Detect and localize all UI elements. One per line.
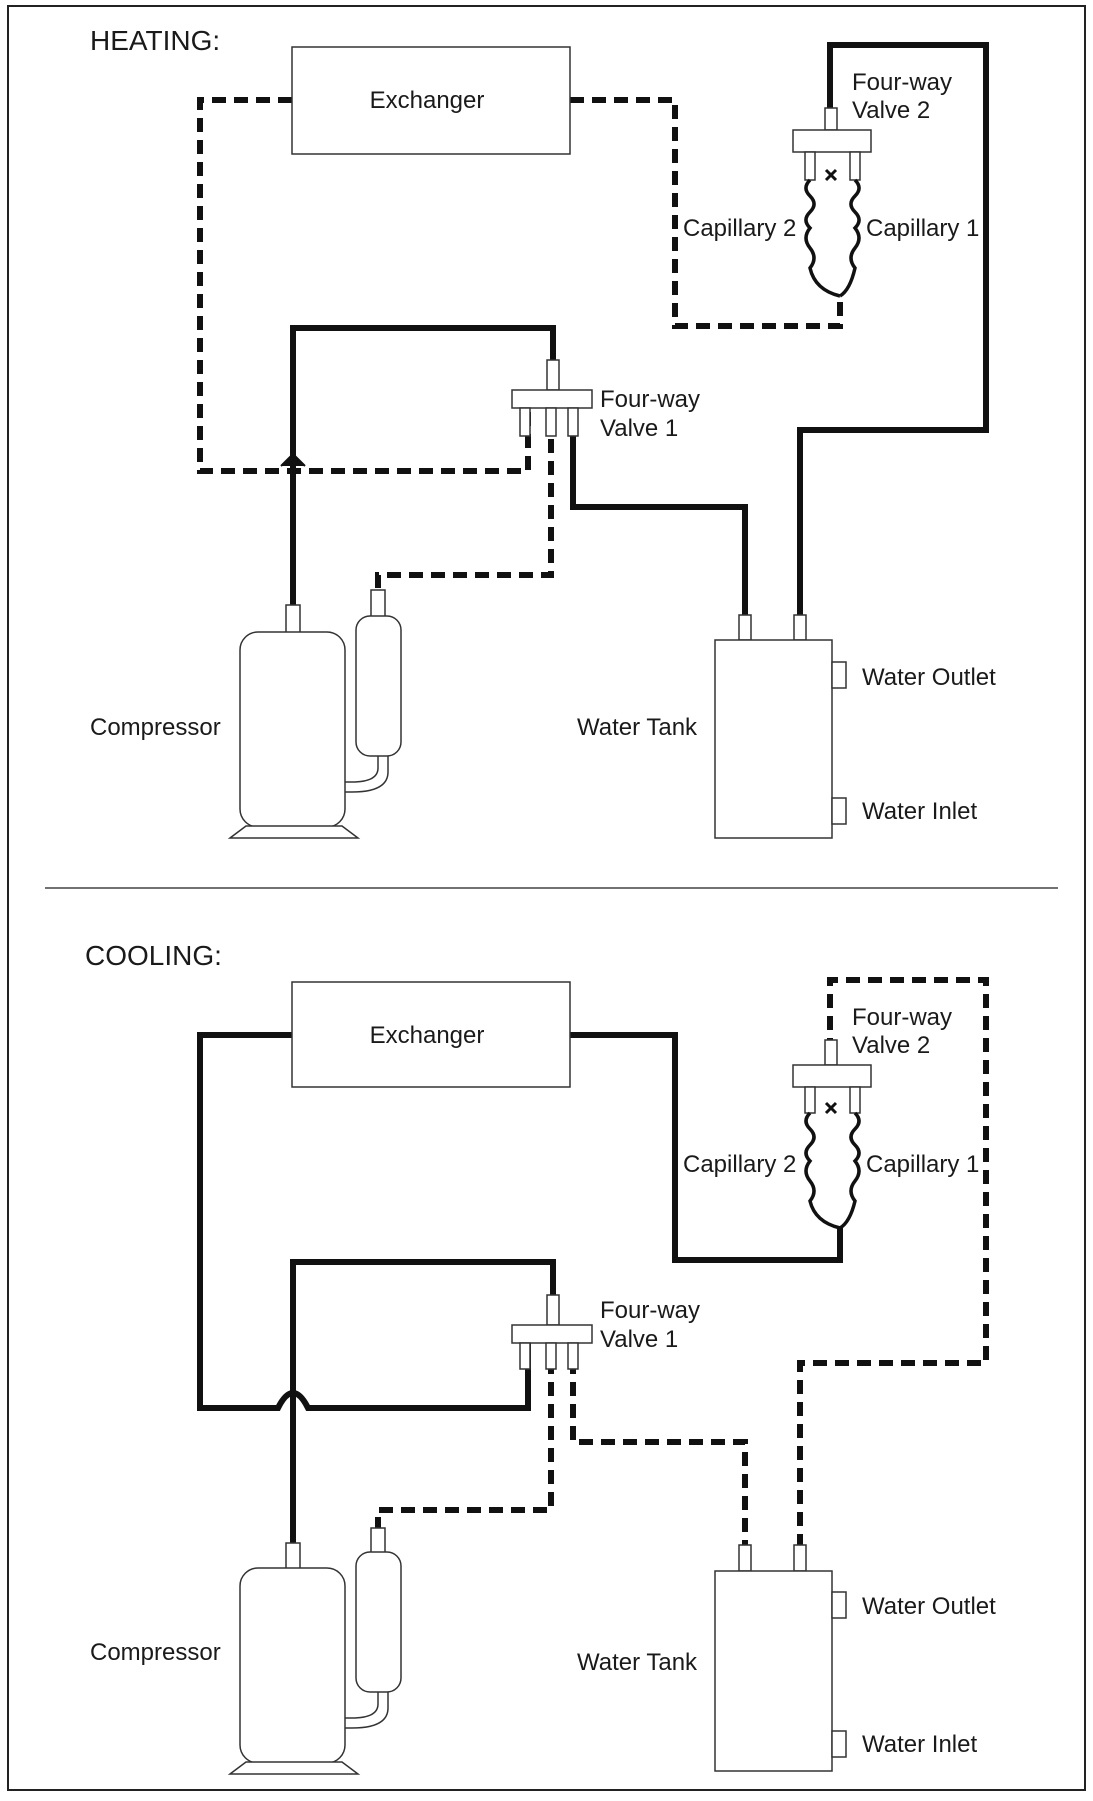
cooling-water-inlet-label: Water Inlet [862, 1731, 977, 1758]
cooling-valve1-line2: Valve 1 [600, 1326, 678, 1353]
heating-title: HEATING: [90, 25, 220, 56]
heating-compressor-label: Compressor [90, 714, 221, 741]
pipe-valve1-to-accumulator [375, 1338, 554, 1530]
heating-exchanger-label: Exchanger [370, 87, 485, 114]
cooling-compressor-label: Compressor [90, 1639, 221, 1666]
heating-compressor [227, 589, 402, 839]
outer-frame [7, 5, 1086, 1791]
pipe-valve1-to-tank [570, 1338, 748, 1548]
cooling-valve2-line2: Valve 2 [852, 1032, 930, 1059]
heating-four-way-valve-1 [511, 359, 593, 437]
pipe-tank-to-valve2 [797, 42, 989, 618]
pipe-tank-to-valve2 [797, 977, 989, 1548]
heating-panel: HEATING: Exchanger Four-way Valve 2 [90, 25, 996, 839]
cooling-valve1-line1: Four-way [600, 1297, 700, 1324]
heating-valve2-line2: Valve 2 [852, 97, 930, 124]
pipe-exchanger-to-capillary [570, 97, 843, 329]
cooling-title: COOLING: [85, 940, 222, 971]
heating-water-outlet-label: Water Outlet [862, 664, 996, 691]
cooling-four-way-valve-1 [511, 1294, 593, 1370]
heating-capillary1-label: Capillary 1 [866, 215, 979, 242]
heating-exchanger [291, 46, 571, 155]
heating-valve1-line2: Valve 1 [600, 415, 678, 442]
heating-four-way-valve-2 [792, 107, 872, 298]
cooling-exchanger [291, 981, 571, 1088]
pipe-exchanger-to-valve1 [197, 97, 531, 474]
cooling-capillary2-label: Capillary 2 [683, 1151, 796, 1178]
cooling-exchanger-label: Exchanger [370, 1022, 485, 1049]
cooling-water-tank [714, 1544, 847, 1772]
cooling-four-way-valve-2 [792, 1039, 872, 1230]
heating-capillary2-label: Capillary 2 [683, 215, 796, 242]
cooling-water-tank-label: Water Tank [577, 1649, 698, 1676]
pipe-valve1-to-accumulator [375, 395, 554, 592]
heating-valve1-line1: Four-way [600, 386, 700, 413]
check-mark-icon [280, 452, 306, 467]
pipe-exchanger-to-capillary [570, 1032, 843, 1263]
pipe-discharge-to-valve1 [290, 325, 556, 605]
heating-water-tank-label: Water Tank [577, 714, 698, 741]
pipe-discharge-to-valve1 [290, 1259, 556, 1545]
heating-water-tank [714, 614, 847, 839]
cooling-valve2-line1: Four-way [852, 1004, 952, 1031]
cooling-capillary1-label: Capillary 1 [866, 1151, 979, 1178]
cooling-panel: COOLING: Exchanger Four-way Valve 2 Capi… [85, 940, 996, 1775]
pipe-valve1-to-tank [570, 395, 748, 618]
cooling-compressor [227, 1527, 402, 1775]
cooling-water-outlet-label: Water Outlet [862, 1593, 996, 1620]
heating-water-inlet-label: Water Inlet [862, 798, 977, 825]
heating-valve2-line1: Four-way [852, 69, 952, 96]
pipe-exchanger-to-valve1 [197, 1032, 531, 1411]
